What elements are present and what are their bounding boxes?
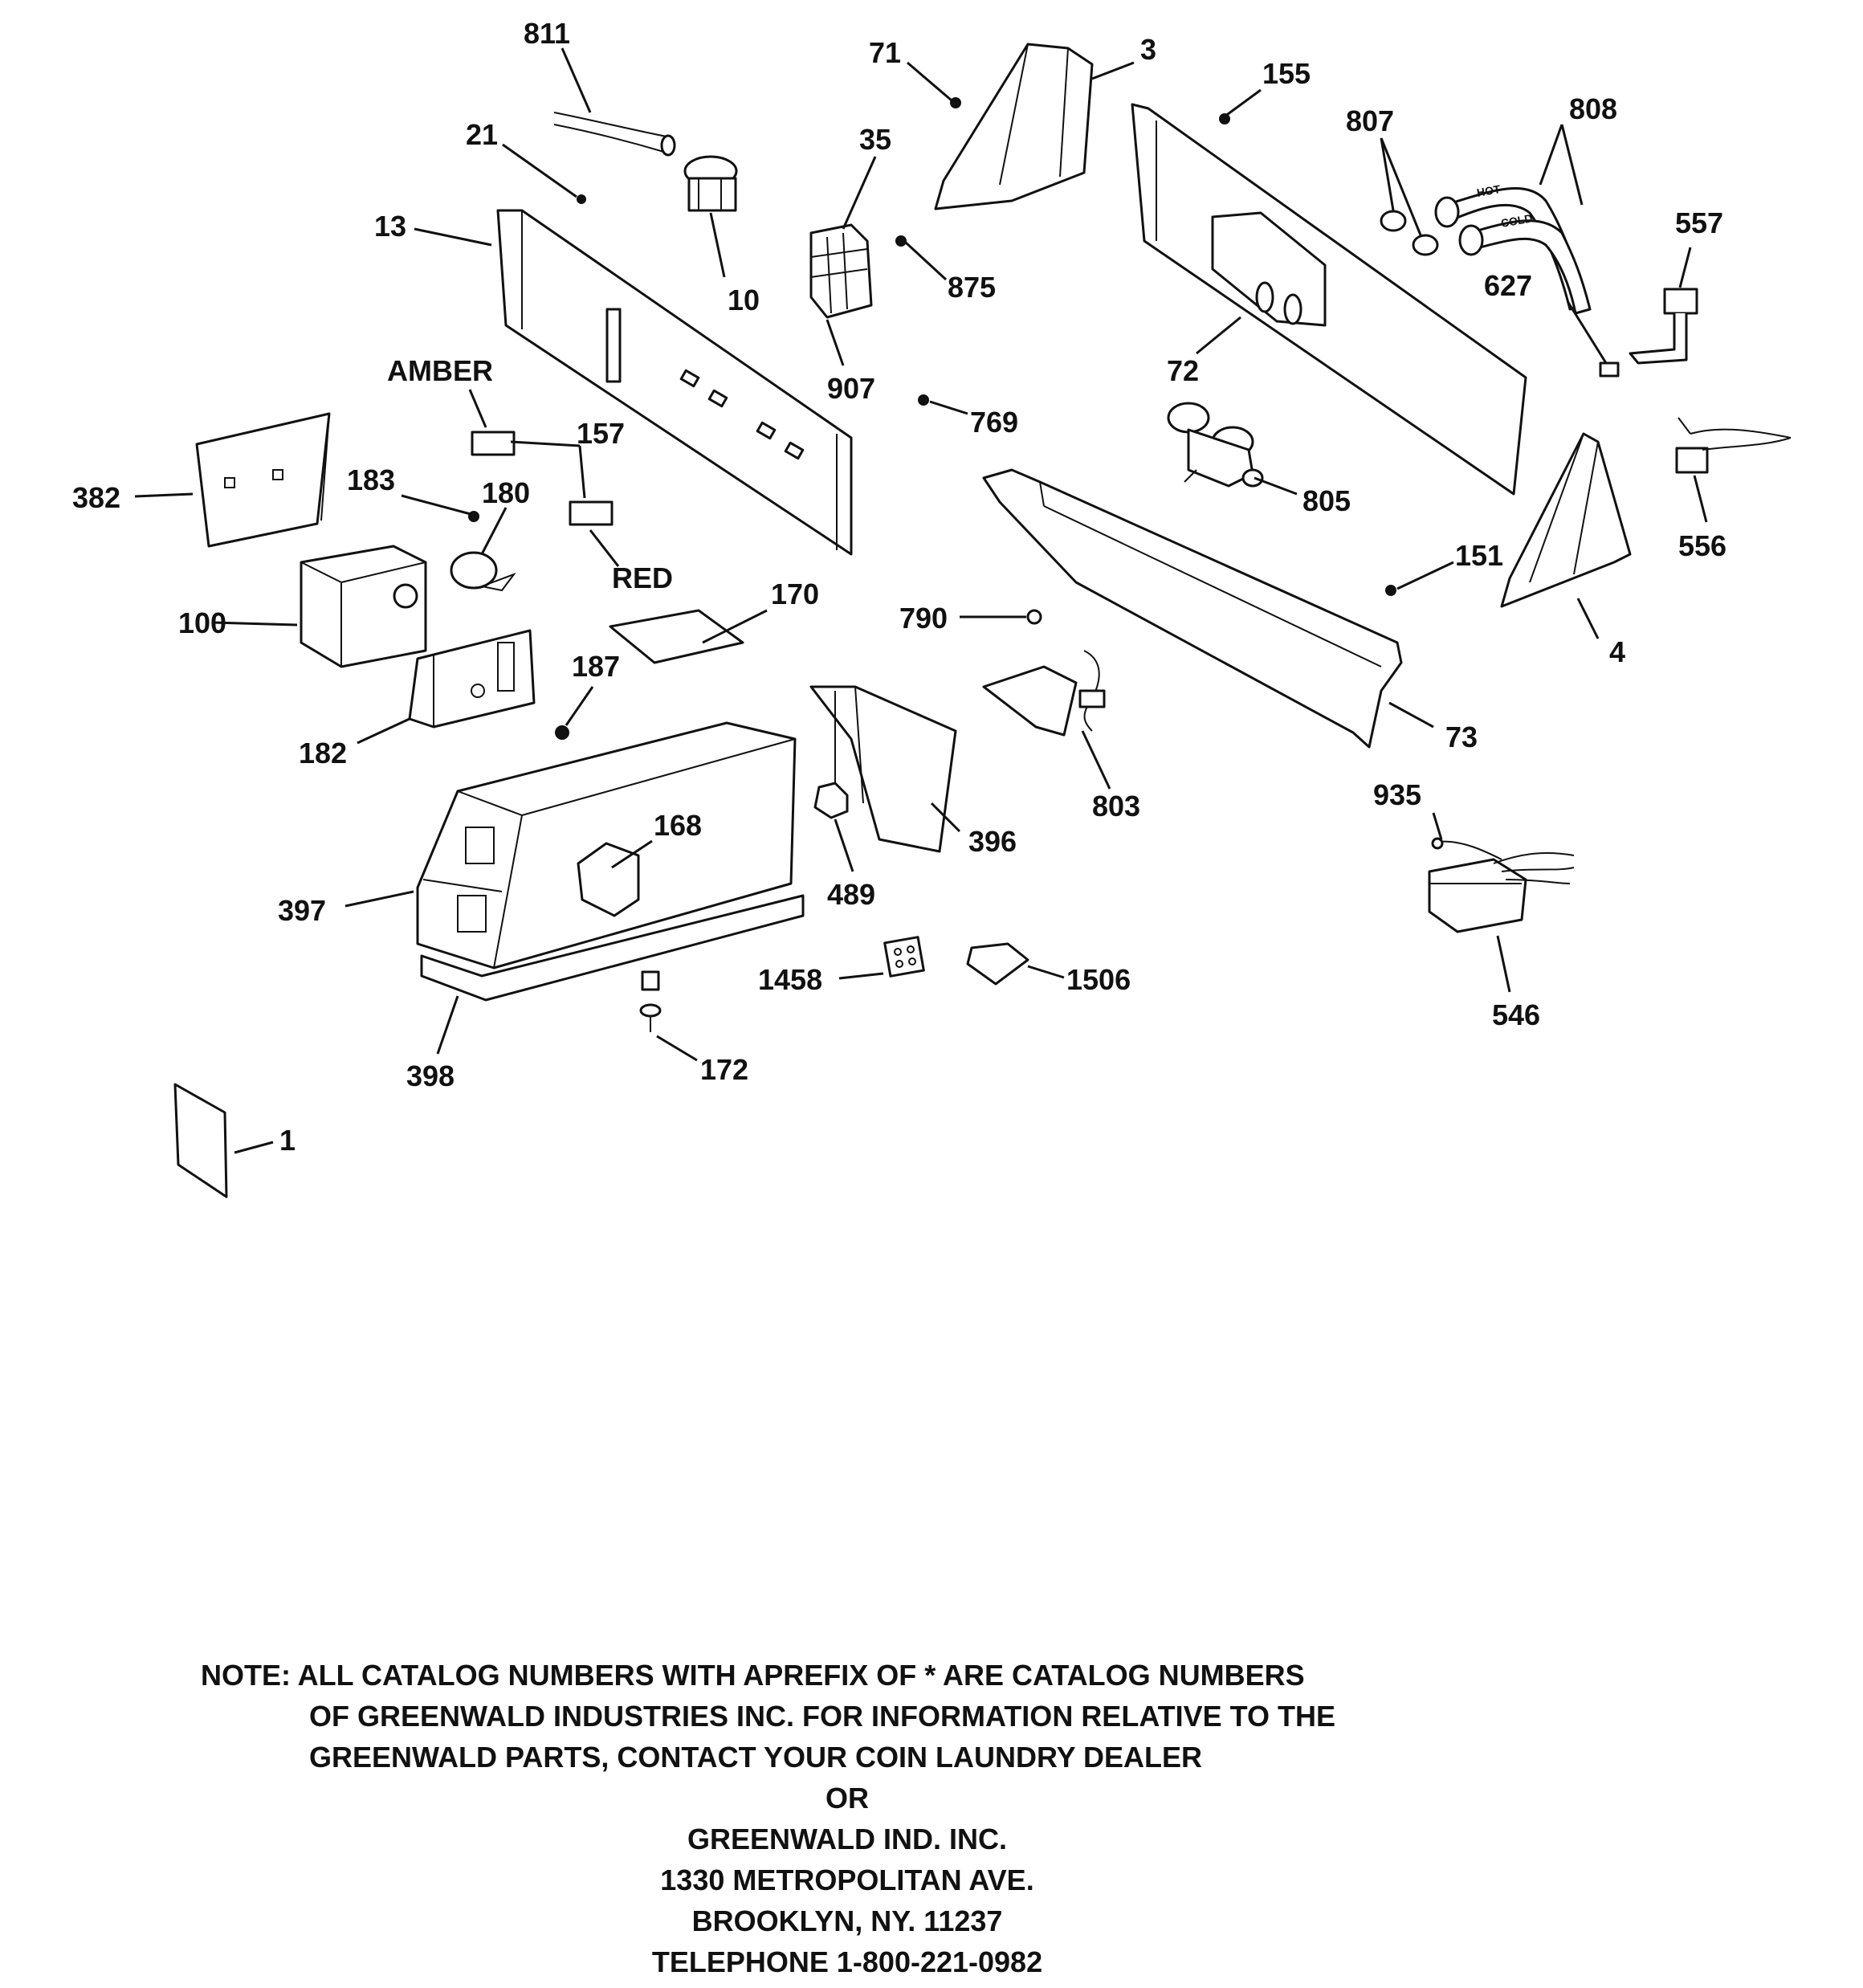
part-183-screw	[468, 511, 479, 522]
callout-labels: 811 71 3 155 807 808 21 35 13 10 875 557…	[72, 17, 1726, 1157]
callout-182: 182	[299, 737, 347, 769]
callout-790: 790	[899, 602, 948, 635]
part-172-foot	[639, 970, 662, 1032]
callout-557: 557	[1675, 206, 1723, 239]
part-396-side-panel	[809, 685, 957, 853]
hose-label-cold: COLD	[1500, 211, 1534, 230]
callout-73: 73	[1445, 720, 1478, 753]
part-10-pressure-switch	[683, 155, 738, 212]
callout-170: 170	[771, 578, 819, 610]
callout-907: 907	[827, 372, 875, 405]
part-398-base-plate	[420, 894, 805, 1002]
part-557-switch	[1629, 288, 1698, 365]
exploded-parts-diagram: HOT COLD	[72, 17, 1792, 1198]
part-811-hose	[553, 112, 676, 157]
part-489-bushing	[813, 782, 849, 819]
callout-180: 180	[482, 476, 530, 509]
note-line-5: GREENWALD IND. INC.	[687, 1823, 1007, 1855]
part-382-window	[195, 412, 331, 548]
part-1506-connector	[966, 942, 1029, 986]
callout-546: 546	[1492, 998, 1540, 1031]
callout-151: 151	[1455, 539, 1503, 572]
hose-label-hot: HOT	[1476, 182, 1502, 199]
part-805-water-valve	[1167, 402, 1264, 488]
note-line-4: OR	[826, 1782, 869, 1815]
callout-489: 489	[827, 878, 875, 911]
part-21-screw	[577, 194, 586, 204]
callout-811: 811	[524, 17, 570, 50]
part-151-screw	[1385, 585, 1396, 596]
part-170-pad	[609, 609, 744, 664]
part-546-wire-harness	[1428, 837, 1575, 933]
note-line-2: OF GREENWALD INDUSTRIES INC. FOR INFORMA…	[309, 1700, 1335, 1733]
callout-4: 4	[1609, 635, 1625, 668]
part-100-timer	[300, 545, 427, 668]
part-556-harness	[1675, 417, 1792, 474]
callout-100: 100	[178, 606, 226, 639]
part-808-fill-hoses: HOT COLD	[1434, 182, 1592, 315]
part-3-end-bracket	[934, 43, 1094, 210]
callout-1: 1	[279, 1124, 296, 1157]
callout-35: 35	[859, 123, 891, 156]
part-769-screw	[918, 394, 929, 406]
callout-157: 157	[577, 417, 625, 450]
callout-155: 155	[1262, 57, 1311, 90]
callout-amber: AMBER	[387, 354, 493, 387]
callout-168: 168	[654, 809, 702, 842]
part-807-washers	[1380, 210, 1439, 256]
part-72-backsplash	[1131, 103, 1527, 496]
callout-71: 71	[869, 36, 901, 69]
part-73-rail	[982, 468, 1403, 749]
part-182-mounting-plate	[408, 629, 536, 729]
part-875-screw	[895, 235, 907, 247]
greenwald-note: NOTE: ALL CATALOG NUMBERS WITH APREFIX O…	[0, 1655, 1863, 1978]
callout-red: RED	[612, 561, 673, 594]
part-71-screw	[950, 97, 961, 108]
part-13-console-panel	[496, 209, 853, 556]
callout-1458: 1458	[758, 963, 822, 996]
callout-21: 21	[466, 118, 498, 151]
callout-3: 3	[1140, 33, 1156, 66]
part-1458-connector	[883, 936, 925, 978]
callout-187: 187	[572, 650, 620, 683]
part-790-clamp	[1026, 609, 1042, 625]
callout-935: 935	[1373, 778, 1421, 811]
callout-808: 808	[1569, 92, 1617, 125]
note-line-8: TELEPHONE 1-800-221-0982	[651, 1945, 1043, 1978]
callout-398: 398	[406, 1059, 455, 1092]
callout-769: 769	[970, 406, 1018, 439]
note-line-6: 1330 METROPOLITAN AVE.	[660, 1863, 1034, 1896]
callout-183: 183	[347, 463, 395, 496]
part-907-switch-block	[809, 223, 873, 319]
part-155-screw	[1219, 113, 1230, 125]
callout-10: 10	[728, 284, 760, 316]
part-627-screen	[1599, 361, 1620, 378]
callout-627: 627	[1484, 269, 1532, 302]
part-amber-light	[471, 431, 516, 456]
callout-875: 875	[948, 271, 996, 304]
callout-807: 807	[1346, 104, 1394, 137]
note-line-1: NOTE: ALL CATALOG NUMBERS WITH APREFIX O…	[201, 1659, 1305, 1692]
note-line-7: BROOKLYN, NY. 11237	[691, 1904, 1003, 1937]
callout-13: 13	[374, 210, 406, 243]
part-4-end-bracket	[1500, 432, 1632, 608]
callout-396: 396	[968, 825, 1017, 858]
part-397-control-housing	[416, 721, 797, 970]
callout-397: 397	[278, 894, 326, 927]
part-187-screw	[555, 725, 569, 740]
leader-lines	[134, 47, 1708, 1154]
part-1-literature-bag	[173, 1083, 228, 1198]
part-803-flume	[982, 650, 1106, 737]
part-180-clip	[450, 551, 516, 592]
note-line-3: GREENWALD PARTS, CONTACT YOUR COIN LAUND…	[309, 1741, 1203, 1774]
callout-382: 382	[72, 481, 120, 514]
callout-172: 172	[700, 1053, 748, 1086]
callout-805: 805	[1302, 484, 1351, 517]
callout-72: 72	[1167, 354, 1199, 387]
callout-803: 803	[1092, 790, 1140, 823]
callout-556: 556	[1678, 529, 1726, 562]
callout-1506: 1506	[1066, 963, 1131, 996]
part-red-light	[569, 500, 614, 526]
